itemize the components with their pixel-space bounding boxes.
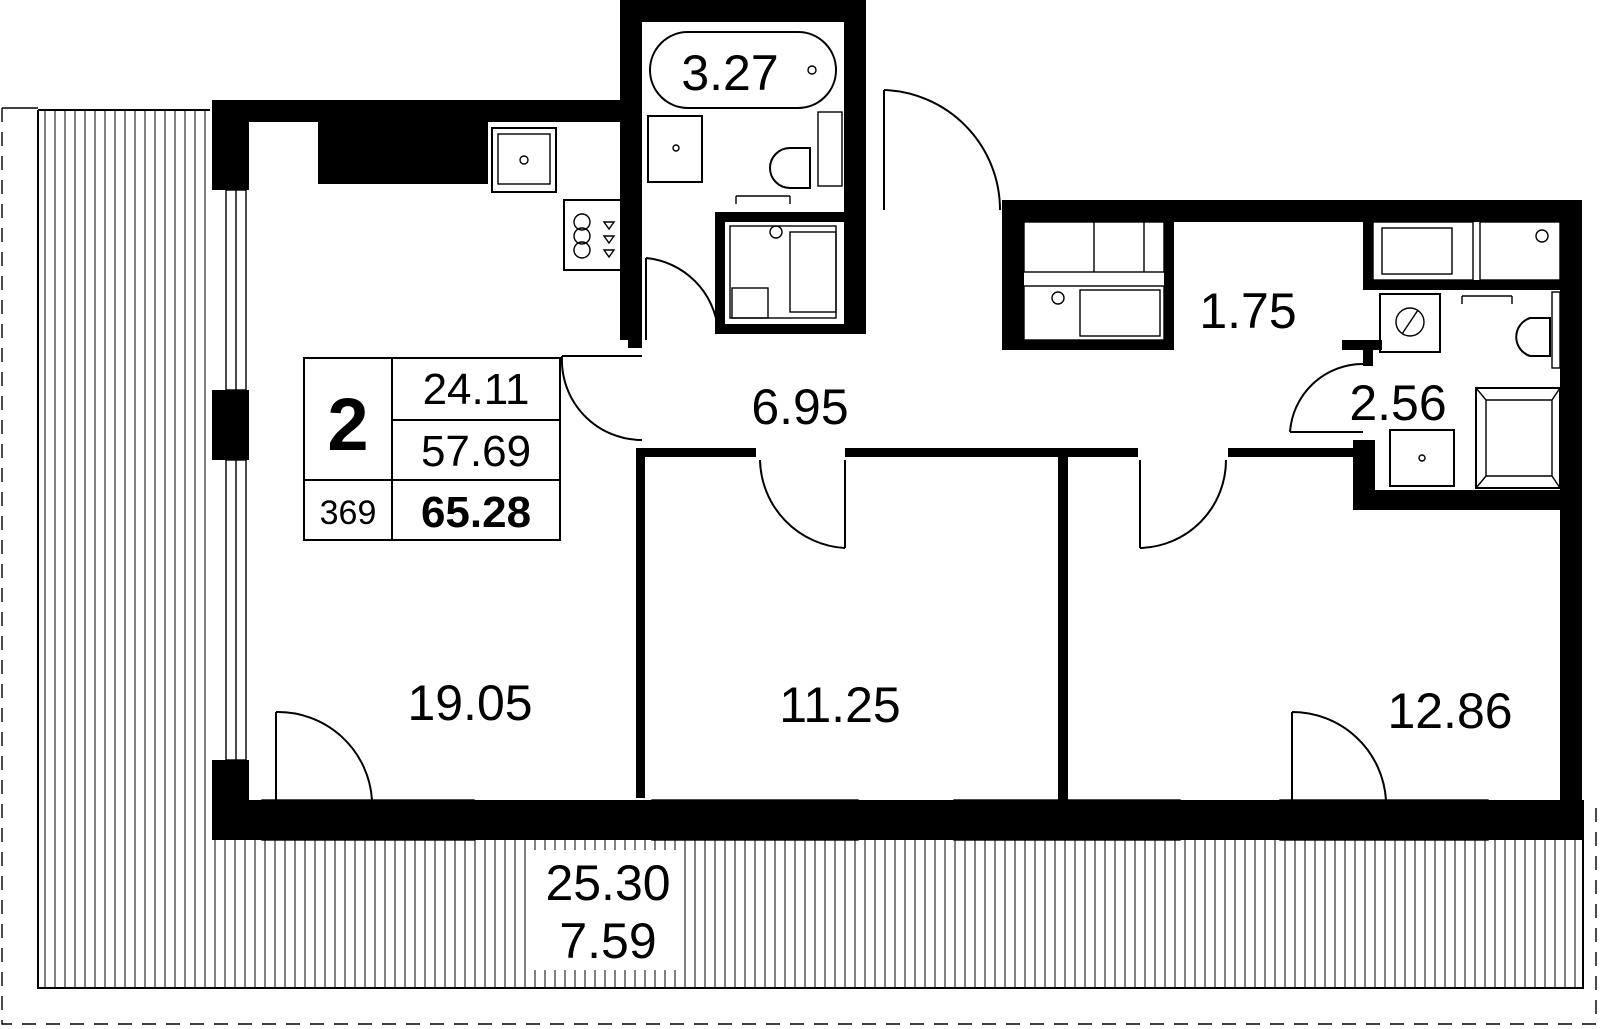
terrace-outline xyxy=(1,108,1597,1025)
door-bathroom xyxy=(645,257,719,340)
apartment-info-box: 2 24.11 57.69 369 65.28 xyxy=(303,357,561,541)
fixtures xyxy=(318,31,1561,489)
rooms-count: 2 xyxy=(327,383,368,466)
unit-number: 369 xyxy=(320,494,377,532)
door-kitchen xyxy=(560,355,643,442)
door-balcony-1 xyxy=(275,710,373,801)
area-hall: 6.95 xyxy=(751,379,848,435)
area-bedroom-1: 11.25 xyxy=(779,677,900,733)
area-living-kitchen: 19.05 xyxy=(407,675,532,731)
door-shower-room xyxy=(1289,362,1364,433)
area-wardrobe: 1.75 xyxy=(1199,283,1296,339)
walls xyxy=(212,0,1582,841)
area-bedroom-2: 12.86 xyxy=(1387,683,1512,739)
door-bedroom-1 xyxy=(759,459,846,549)
bathtub xyxy=(649,31,837,109)
stove-icon xyxy=(563,199,635,271)
terrace-deck-bottom xyxy=(210,840,1583,988)
area-terrace: 25.30 xyxy=(545,855,670,911)
door-entrance xyxy=(883,89,1001,211)
terrace xyxy=(1,107,1597,1025)
total-with-terrace: 65.28 xyxy=(421,488,531,537)
doors xyxy=(275,89,1387,801)
area-shower-room: 2.56 xyxy=(1349,375,1446,431)
terrace-deck-left xyxy=(38,110,210,988)
door-bedroom-2 xyxy=(1139,459,1227,549)
door-balcony-2 xyxy=(1291,710,1387,801)
kitchen-sink xyxy=(491,127,557,193)
area-terrace-reduced: 7.59 xyxy=(559,913,656,969)
living-area: 24.11 xyxy=(423,365,530,414)
total-area: 57.69 xyxy=(421,427,531,476)
area-bathroom: 3.27 xyxy=(681,45,778,101)
room-labels: 3.27 1.75 2.56 6.95 19.05 11.25 12.86 25… xyxy=(407,45,1513,970)
